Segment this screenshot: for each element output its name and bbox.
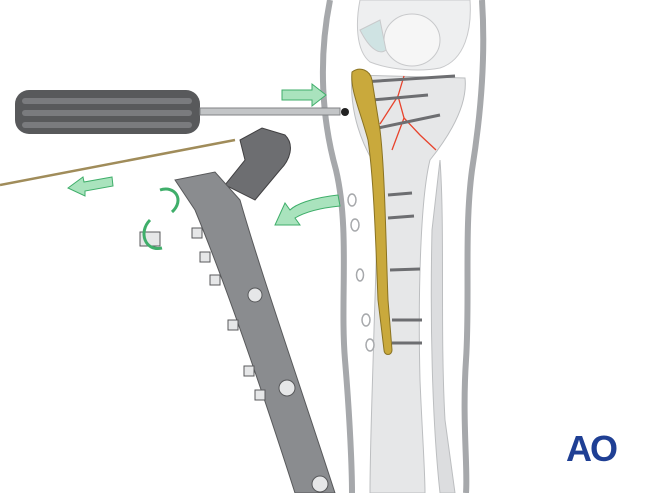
proximal-screws <box>361 74 456 130</box>
rotate-arrow-icon <box>142 187 180 250</box>
screwdriver <box>15 90 349 134</box>
remove-arrow-icon <box>274 194 341 226</box>
insert-arrow-icon <box>281 82 327 108</box>
shaft-screws <box>387 191 422 345</box>
k-wire <box>0 138 236 187</box>
stab-incisions <box>347 193 375 352</box>
locking-plate <box>351 68 393 355</box>
fracture-lines <box>379 75 437 151</box>
fibula <box>430 159 456 493</box>
leg-outline-left <box>319 0 355 493</box>
patella <box>383 13 441 67</box>
withdraw-wire-arrow-icon <box>67 176 114 197</box>
leg-outline-right <box>461 0 487 493</box>
aiming-arm <box>139 127 336 493</box>
ao-logo: AO <box>566 428 618 469</box>
